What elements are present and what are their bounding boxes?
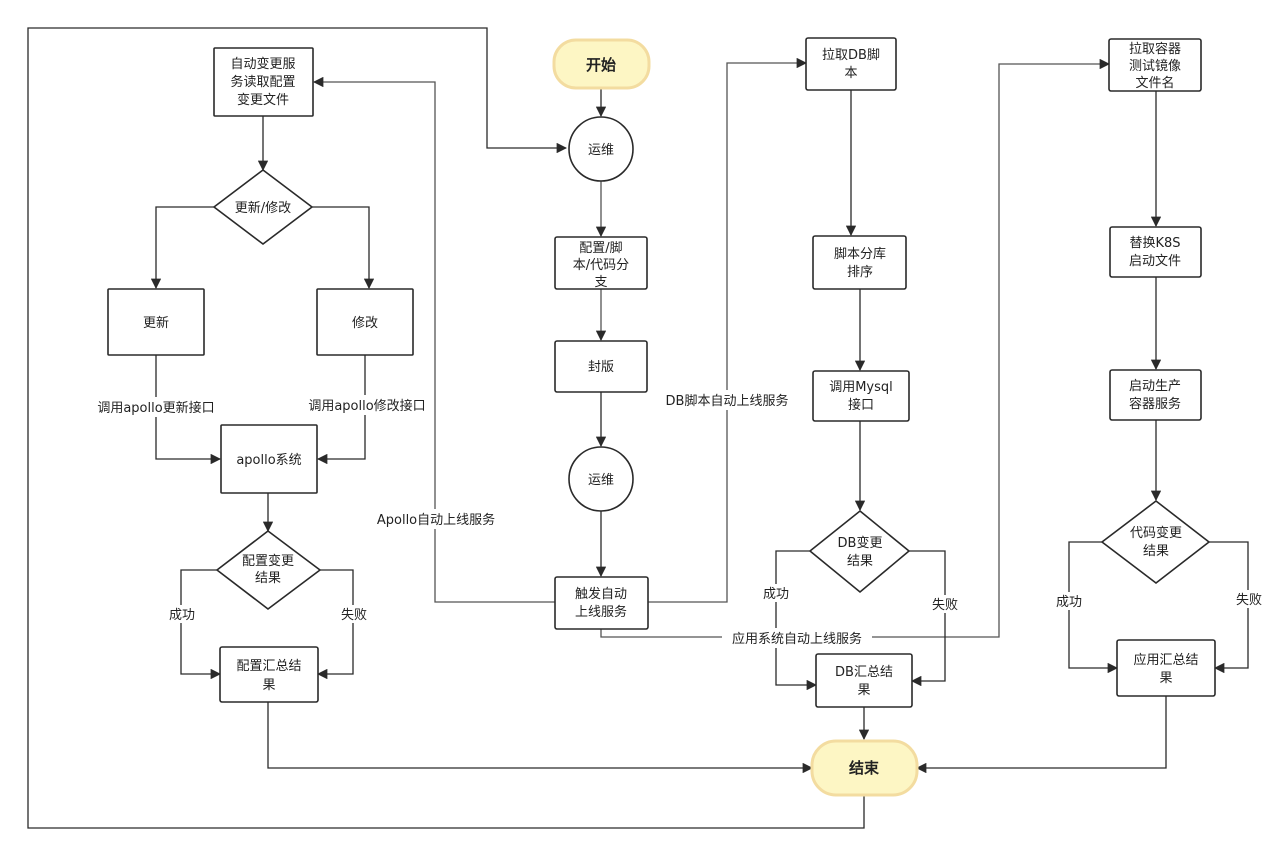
label-call-update: 调用apollo更新接口 (97, 400, 214, 416)
end-node: 结束 (810, 739, 919, 797)
code-result-line-1: 代码变更 (1130, 525, 1182, 541)
edge-trigger-apollo (312, 76, 555, 603)
branch-line-1: 配置/脚 (579, 240, 622, 256)
db-summary-line-1: DB汇总结 (835, 665, 893, 680)
db-sort-line-2: 排序 (847, 265, 873, 280)
edges (27, 27, 1249, 829)
apollo-system-node: apollo系统 (220, 424, 318, 494)
branch-line-2: 本/代码分 (573, 258, 629, 273)
pull-db-node: 拉取DB脚 本 (805, 37, 897, 91)
edge-update-apollo (155, 355, 222, 465)
modify-label: 修改 (352, 316, 378, 331)
read-config-line-3: 变更文件 (237, 92, 289, 108)
code-result-decision: 代码变更 结果 (1100, 499, 1211, 585)
replace-k8s-node: 替换K8S 启动文件 (1109, 226, 1202, 278)
start-prod-line-2: 容器服务 (1129, 396, 1181, 412)
branch-node: 配置/脚 本/代码分 支 (554, 236, 648, 290)
update-label: 更新 (143, 315, 169, 331)
update-node: 更新 (107, 288, 205, 356)
edge-trigger-db (648, 57, 808, 603)
pull-image-line-3: 文件名 (1135, 75, 1174, 91)
pull-image-node: 拉取容器 测试镜像 文件名 (1108, 38, 1202, 92)
ops-label-1: 运维 (588, 143, 614, 158)
code-result-line-2: 结果 (1143, 544, 1169, 559)
edge-configsummary-end (267, 702, 814, 774)
label-fail-db: 失败 (932, 598, 958, 613)
read-config-line-1: 自动变更服 (230, 56, 295, 72)
label-success-app: 成功 (1056, 595, 1082, 610)
config-summary-node: 配置汇总结 果 (219, 646, 319, 703)
freeze-label: 封版 (588, 360, 614, 375)
config-summary-line-2: 果 (262, 678, 275, 693)
branch-line-3: 支 (594, 275, 607, 290)
call-mysql-line-1: 调用Mysql (829, 380, 893, 395)
edge-decision-update (150, 206, 214, 290)
read-config-line-2: 务读取配置 (230, 74, 295, 90)
app-summary-line-2: 果 (1159, 671, 1172, 686)
edge-modify-apollo (316, 355, 366, 465)
start-prod-line-1: 启动生产 (1129, 379, 1181, 394)
db-summary-node: DB汇总结 果 (815, 653, 913, 708)
label-fail-app: 失败 (1236, 593, 1262, 608)
label-call-modify: 调用apollo修改接口 (308, 398, 425, 414)
label-db-auto: DB脚本自动上线服务 (666, 393, 789, 409)
end-label: 结束 (849, 759, 880, 777)
edge-end-loop-to-ops (27, 27, 865, 829)
app-summary-line-1: 应用汇总结 (1133, 652, 1198, 668)
ops-node-1: 运维 (568, 116, 634, 182)
db-result-line-1: DB变更 (838, 535, 883, 551)
replace-k8s-line-2: 启动文件 (1129, 254, 1181, 269)
call-mysql-node: 调用Mysql 接口 (812, 370, 910, 422)
edge-dbresult-success (775, 550, 818, 691)
ops-node-2: 运维 (568, 446, 634, 512)
trigger-line-2: 上线服务 (575, 604, 627, 620)
start-label: 开始 (586, 56, 616, 74)
replace-k8s-line-1: 替换K8S (1129, 236, 1180, 251)
modify-node: 修改 (316, 288, 414, 356)
label-app-auto: 应用系统自动上线服务 (732, 631, 862, 647)
ops-label-2: 运维 (588, 473, 614, 488)
trigger-line-1: 触发自动 (575, 586, 627, 602)
apollo-system-label: apollo系统 (236, 453, 301, 468)
db-sort-node: 脚本分库 排序 (812, 235, 907, 290)
pull-db-line-2: 本 (844, 66, 857, 81)
label-fail-config: 失败 (341, 608, 367, 623)
update-modify-decision: 更新/修改 (212, 168, 314, 246)
nodes: 开始 结束 运维 运维 配置/脚 本/代码分 支 封版 触发自动 (107, 37, 1216, 797)
pull-db-line-1: 拉取DB脚 (822, 47, 880, 63)
label-apollo-auto: Apollo自动上线服务 (377, 512, 495, 528)
config-result-line-2: 结果 (255, 571, 281, 586)
config-summary-line-1: 配置汇总结 (236, 659, 301, 674)
label-success-config: 成功 (169, 608, 195, 623)
label-success-db: 成功 (763, 587, 789, 602)
edge-trigger-app (600, 58, 1111, 638)
app-summary-node: 应用汇总结 果 (1116, 639, 1216, 697)
edge-dbresult-fail (909, 550, 946, 687)
trigger-node: 触发自动 上线服务 (554, 576, 649, 630)
db-result-decision: DB变更 结果 (808, 509, 911, 594)
db-summary-line-2: 果 (857, 683, 870, 698)
start-prod-node: 启动生产 容器服务 (1109, 369, 1202, 421)
start-node: 开始 (552, 38, 651, 90)
pull-image-line-1: 拉取容器 (1129, 41, 1181, 57)
config-result-decision: 配置变更 结果 (215, 529, 322, 611)
call-mysql-line-2: 接口 (848, 397, 874, 413)
edge-decision-modify (312, 206, 375, 290)
edge-appsummary-end (915, 696, 1167, 774)
db-result-line-2: 结果 (847, 554, 873, 569)
pull-image-line-2: 测试镜像 (1129, 59, 1181, 74)
freeze-node: 封版 (554, 340, 648, 393)
read-config-node: 自动变更服 务读取配置 变更文件 (213, 47, 314, 117)
edge-labels: 调用apollo更新接口 调用apollo修改接口 Apollo自动上线服务 D… (91, 390, 1266, 648)
db-sort-line-1: 脚本分库 (834, 246, 886, 262)
config-result-line-1: 配置变更 (242, 553, 294, 569)
update-modify-label: 更新/修改 (235, 200, 291, 216)
